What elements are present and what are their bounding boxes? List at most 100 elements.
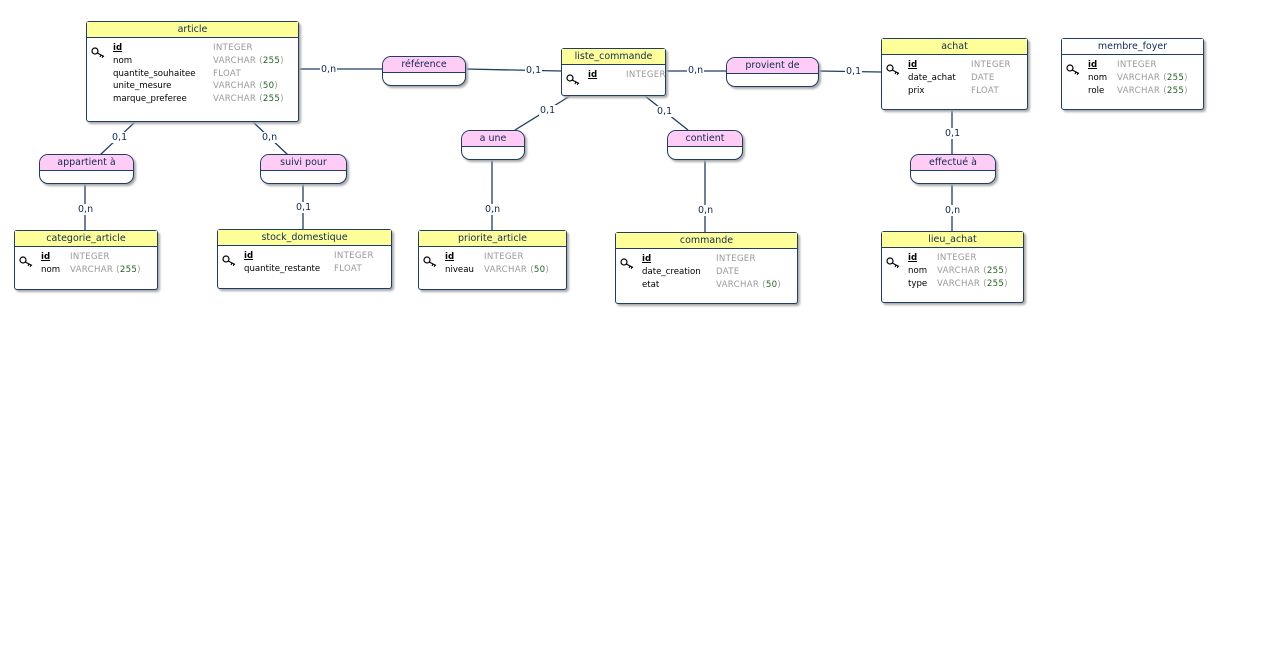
entity-title: membre_foyer	[1062, 39, 1203, 55]
cardinality-commande-contient: 0,n	[697, 205, 715, 216]
field-type: VARCHAR (255)	[1117, 85, 1188, 96]
field-name: date_creation	[642, 266, 701, 277]
field-type: VARCHAR (255)	[1117, 72, 1188, 83]
field-type: INTEGER	[626, 70, 666, 80]
field-name: nom	[908, 265, 928, 276]
field-type: FLOAT	[213, 68, 241, 79]
cardinality-liste-contient: 0,1	[656, 106, 674, 117]
field-name: id	[1088, 60, 1098, 70]
field-type: FLOAT	[334, 263, 362, 274]
key-icon	[222, 251, 238, 270]
field-name: id	[908, 60, 918, 70]
association-effectue-a[interactable]: effectué à	[910, 154, 996, 184]
field-row: id INTEGER	[908, 59, 1021, 72]
cardinality-liste-aune: 0,1	[539, 105, 557, 116]
field-name: id	[908, 253, 918, 263]
cardinality-article-reference: 0,n	[320, 64, 338, 75]
field-type: DATE	[971, 72, 995, 83]
association-title: suivi pour	[261, 155, 346, 171]
association-suivi-pour[interactable]: suivi pour	[260, 154, 347, 184]
cardinality-lieu-effectue: 0,n	[944, 205, 962, 216]
field-name: id	[588, 70, 598, 80]
entity-title: categorie_article	[15, 231, 157, 247]
association-title: a une	[462, 131, 524, 147]
field-type: VARCHAR (255)	[213, 94, 284, 105]
field-row: id INTEGER	[588, 69, 666, 82]
field-row: id INTEGER	[445, 251, 560, 264]
field-type: VARCHAR (50)	[484, 264, 550, 275]
field-type: INTEGER	[334, 251, 374, 261]
field-type: INTEGER	[971, 60, 1011, 70]
association-appartient-a[interactable]: appartient à	[39, 154, 134, 184]
field-row: quantite_restante FLOAT	[244, 263, 385, 276]
key-icon	[91, 43, 107, 62]
field-name: etat	[642, 279, 660, 290]
key-icon	[423, 252, 439, 271]
field-name: nom	[113, 55, 133, 66]
field-name: id	[41, 252, 51, 262]
field-type: INTEGER	[1117, 60, 1157, 70]
link-reference-liste	[464, 68, 562, 72]
association-a-une[interactable]: a une	[461, 130, 525, 160]
association-title: référence	[383, 57, 465, 73]
field-name: prix	[908, 85, 925, 96]
association-provient-de[interactable]: provient de	[726, 57, 819, 87]
field-name: role	[1088, 85, 1105, 96]
association-contient[interactable]: contient	[667, 130, 743, 160]
field-type: VARCHAR (50)	[716, 279, 782, 290]
field-type: VARCHAR (50)	[213, 81, 279, 92]
field-row: marque_preferee VARCHAR (255)	[113, 93, 292, 106]
association-title: effectué à	[911, 155, 995, 171]
entity-title: commande	[616, 233, 797, 249]
cardinality-article-appartient: 0,1	[111, 132, 129, 143]
field-type: DATE	[716, 266, 740, 277]
association-title: appartient à	[40, 155, 133, 171]
entity-title: stock_domestique	[218, 230, 391, 246]
field-type: VARCHAR (255)	[213, 55, 284, 66]
field-row: nom VARCHAR (255)	[1088, 72, 1197, 85]
association-reference[interactable]: référence	[382, 56, 466, 86]
cardinality-stock-suivi: 0,1	[295, 202, 313, 213]
field-name: nom	[1088, 72, 1108, 83]
field-name: quantite_restante	[244, 263, 321, 274]
entity-title: priorite_article	[419, 231, 566, 247]
field-row: role VARCHAR (255)	[1088, 85, 1197, 98]
key-icon	[19, 252, 35, 271]
cardinality-achat-provient: 0,1	[845, 66, 863, 77]
cardinality-article-suivi: 0,n	[261, 132, 279, 143]
field-name: marque_preferee	[113, 94, 187, 105]
cardinality-liste-reference: 0,1	[525, 65, 543, 76]
entity-title: lieu_achat	[882, 232, 1023, 248]
field-name: id	[445, 252, 455, 262]
field-name: id	[113, 43, 123, 53]
field-type: INTEGER	[484, 252, 524, 262]
entity-title: article	[87, 22, 298, 38]
field-name: nom	[41, 264, 61, 275]
cardinality-priorite-aune: 0,n	[484, 204, 502, 215]
field-type: INTEGER	[716, 254, 756, 264]
